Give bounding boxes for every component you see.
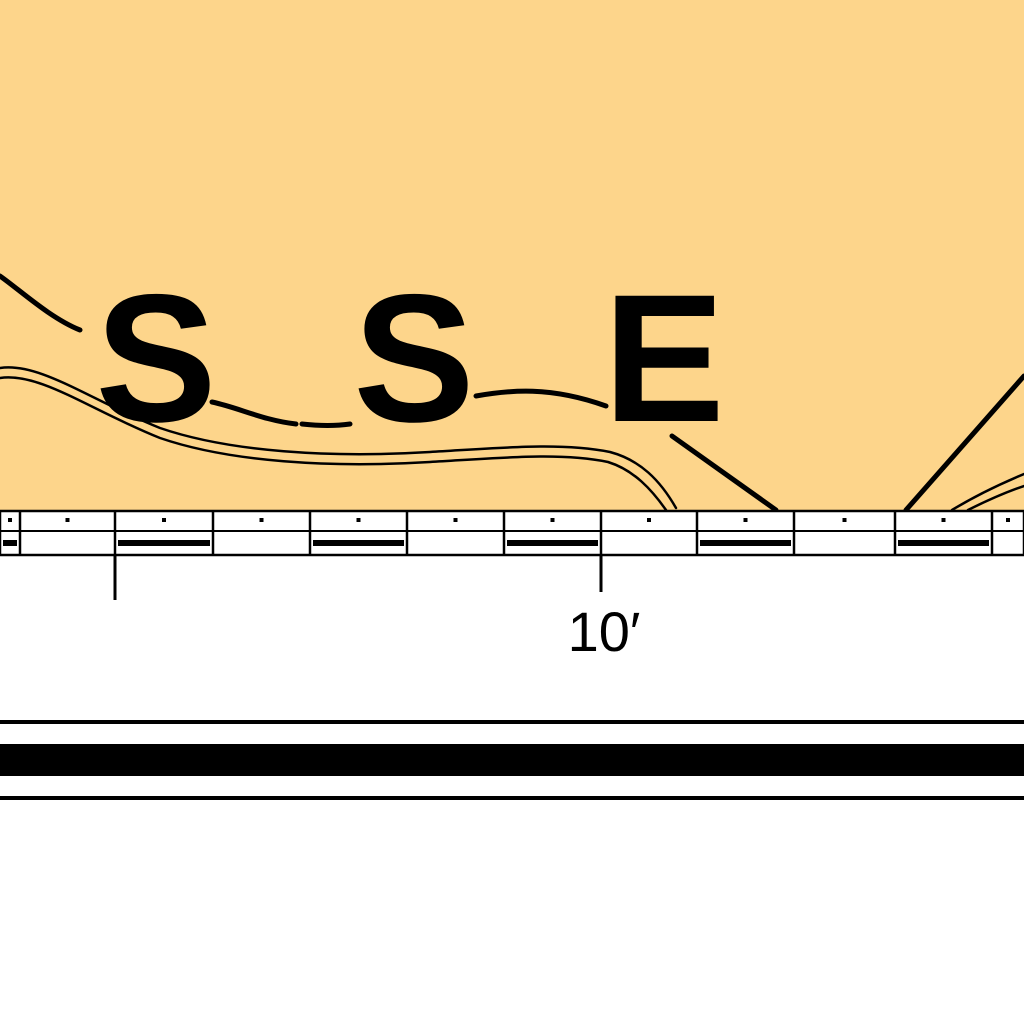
neatline-dark-bar: [700, 540, 791, 546]
neatline-dark-bar: [507, 540, 598, 546]
neatline-dot: [1006, 518, 1010, 522]
neatline-ticks: [113, 555, 603, 600]
neatline-dot: [65, 518, 70, 522]
lower-rules: [0, 720, 1024, 800]
tick-label-10-minutes: 10′: [568, 600, 641, 663]
neatline-border: [0, 509, 1024, 557]
lower-rule-thin-top: [0, 720, 1024, 724]
neatline-dot: [453, 518, 458, 522]
contour-lines: [0, 273, 1024, 513]
neatline-dark-bar: [898, 540, 989, 546]
lower-rule-thick: [0, 744, 1024, 776]
map-label-letter-2: S: [353, 256, 474, 460]
neatline-dot: [941, 518, 946, 522]
neatline-dot: [550, 518, 555, 522]
neatline-dark-bar: [313, 540, 404, 546]
neatline-segments: [3, 511, 1010, 555]
neatline-background: [0, 509, 1024, 557]
double-line-inner: [0, 376, 668, 512]
land-area: [0, 0, 1024, 512]
map-label-letter-1: S: [95, 256, 216, 460]
neatline-dot: [842, 518, 847, 522]
neatline-dot: [259, 518, 264, 522]
contour-line-right-double-a: [950, 472, 1024, 512]
neatline-dark-bar: [3, 540, 17, 546]
neatline-dark-bar: [118, 540, 210, 546]
contour-dash-2: [299, 421, 353, 428]
double-line-outer: [0, 366, 678, 510]
neatline-dot: [647, 518, 651, 522]
contour-line-right-double-b: [966, 484, 1024, 512]
neatline-dot: [356, 518, 361, 522]
neatline-dot: [8, 518, 12, 522]
contour-line-diagonal-center: [669, 433, 779, 513]
contour-dash-1: [209, 399, 299, 427]
contour-line-diagonal-right: [903, 373, 1024, 513]
map-label: S S E: [95, 256, 724, 460]
contour-line-upper-left: [0, 273, 83, 333]
lower-rule-thin-bottom: [0, 796, 1024, 800]
contour-dash-3: [473, 388, 609, 409]
neatline-dot: [743, 518, 748, 522]
neatline-dot: [162, 518, 166, 522]
map-label-letter-3: E: [603, 256, 724, 460]
